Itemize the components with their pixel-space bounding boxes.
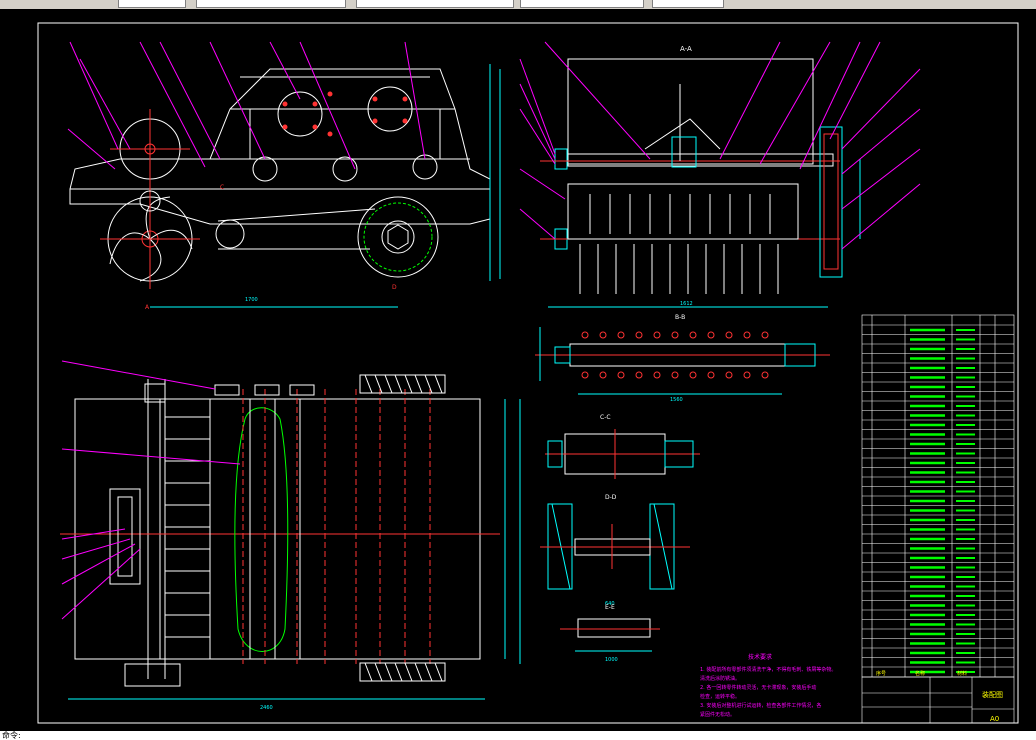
technical-notes: 技术要求 1. 装配前所有零部件须清洗干净，不得有毛刺、铁屑等杂物。 清洗后涂防… bbox=[700, 653, 836, 718]
title-header-seq: 序号 bbox=[876, 670, 886, 677]
section-dd-view bbox=[540, 503, 690, 590]
notes-line: 检查，运转平稳。 bbox=[700, 693, 740, 700]
marker-d: D bbox=[392, 284, 397, 291]
section-bb-view bbox=[535, 327, 830, 395]
notes-line: 3. 安装后对整机进行试运转，检查各部件工作情况，各 bbox=[700, 702, 821, 709]
notes-line: 1. 装配前所有零部件须清洗干净，不得有毛刺、铁屑等杂物。 bbox=[700, 666, 836, 673]
section-aa-label: A-A bbox=[680, 45, 692, 53]
dim-front-length: 1700 bbox=[245, 297, 258, 303]
sheet-size: A0 bbox=[990, 715, 999, 723]
toolbar-combo-5[interactable] bbox=[652, 0, 724, 8]
parts-list-table bbox=[861, 314, 1015, 724]
command-line[interactable]: 命令: bbox=[0, 731, 1036, 740]
dim-bb-width: 1560 bbox=[670, 397, 683, 403]
command-prompt: 命令: bbox=[2, 731, 21, 740]
title-header-material: 材料 bbox=[957, 670, 967, 677]
notes-line: 2. 各一回转零件转动灵活，无卡滞现象，安装后手动 bbox=[700, 684, 816, 691]
dim-dd-width: 640 bbox=[605, 601, 615, 607]
cad-drawing: 1700 A C D A-A bbox=[37, 22, 1019, 724]
toolbar-combo-3[interactable] bbox=[356, 0, 514, 8]
dim-plan-width: 2460 bbox=[260, 705, 273, 711]
section-dd-label: D-D bbox=[605, 494, 617, 501]
drawing-name: 装配图 bbox=[982, 690, 1003, 699]
section-aa-view bbox=[519, 41, 921, 308]
marker-a: A bbox=[145, 304, 150, 311]
section-ee-view bbox=[560, 618, 660, 652]
marker-c: C bbox=[220, 184, 224, 191]
plan-view bbox=[60, 360, 521, 700]
section-ee-label: E-E bbox=[605, 604, 615, 611]
section-bb-label: B-B bbox=[675, 314, 685, 321]
dim-ee-width: 1000 bbox=[605, 657, 618, 663]
dim-aa-width: 1612 bbox=[680, 301, 693, 307]
toolbar-combo-2[interactable] bbox=[196, 0, 346, 8]
sheet-border bbox=[37, 22, 1019, 724]
section-cc-view bbox=[545, 429, 700, 479]
toolbar-combo-4[interactable] bbox=[520, 0, 644, 8]
toolbar-combo-1[interactable] bbox=[118, 0, 186, 8]
title-header-name: 名称 bbox=[915, 670, 925, 677]
front-view bbox=[67, 41, 501, 308]
notes-line: 清洗后涂防锈油。 bbox=[700, 675, 740, 682]
notes-title: 技术要求 bbox=[748, 653, 772, 661]
section-cc-label: C-C bbox=[600, 414, 611, 421]
drawing-canvas[interactable]: 1700 A C D A-A bbox=[0, 9, 1036, 731]
notes-line: 紧固件无松动。 bbox=[700, 711, 735, 718]
